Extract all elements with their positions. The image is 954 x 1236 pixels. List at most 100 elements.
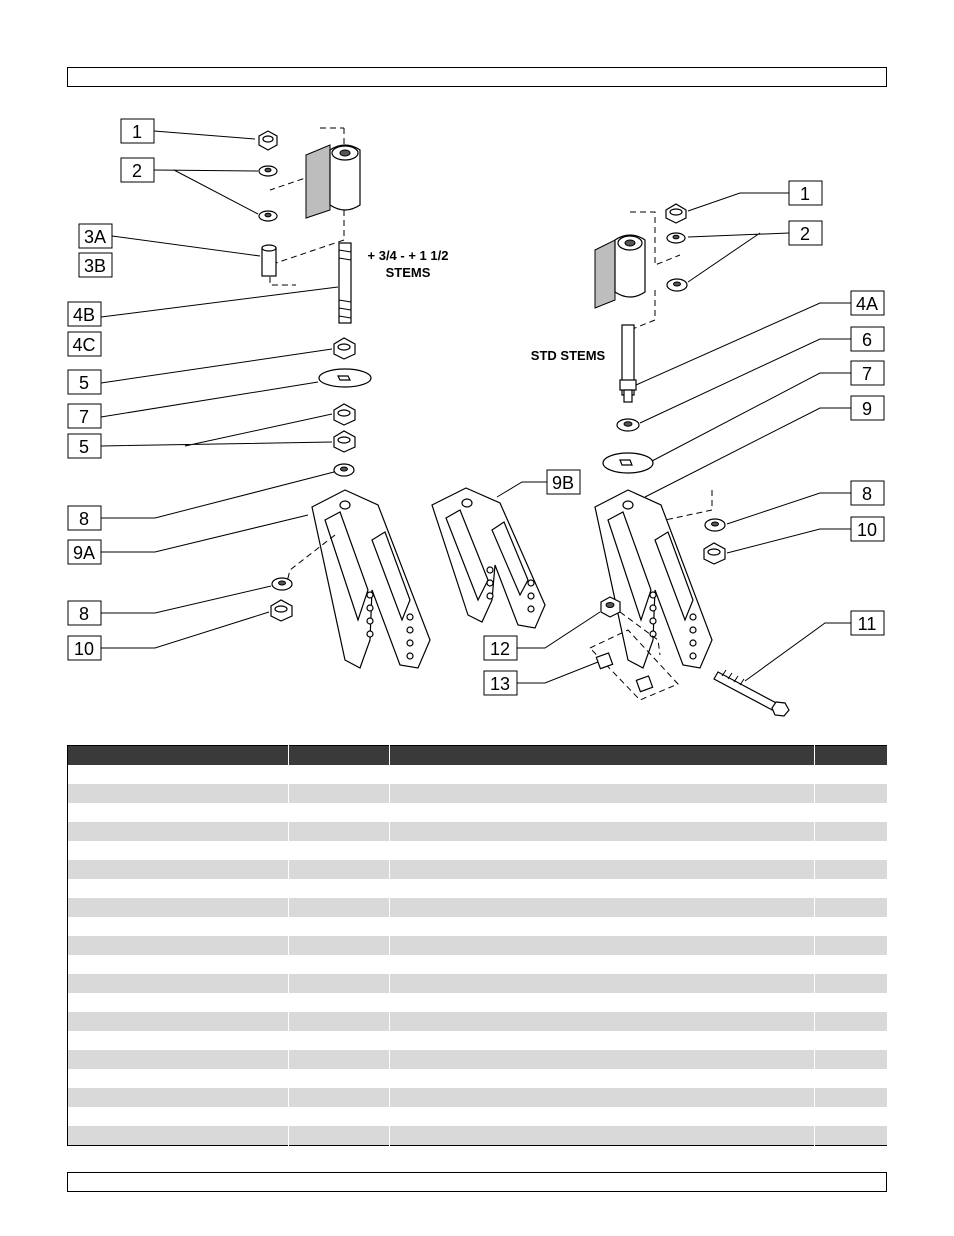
table-header-row [67, 745, 888, 765]
locknut-10-left [270, 599, 293, 622]
hanger-socket-left [269, 127, 361, 286]
callout-left-3b: 3B [78, 252, 113, 278]
svg-text:10: 10 [74, 639, 94, 659]
spacers-13-right [589, 629, 679, 701]
svg-text:7: 7 [862, 364, 872, 384]
bolt-11-right [713, 669, 790, 717]
bracket-9a [284, 489, 431, 669]
washer-2b-right [666, 278, 688, 292]
svg-text:9A: 9A [73, 543, 95, 563]
threaded-stem-left [338, 242, 352, 324]
svg-text:13: 13 [490, 674, 510, 694]
svg-text:11: 11 [858, 614, 877, 634]
table-row [67, 860, 888, 879]
svg-text:3B: 3B [84, 256, 106, 276]
svg-text:4B: 4B [73, 305, 95, 325]
washer-2b-left [258, 210, 278, 222]
svg-text:3A: 3A [84, 227, 106, 247]
callout-middle-9b: 9B [496, 469, 581, 498]
hanger-socket-right [594, 211, 681, 331]
svg-text:9: 9 [862, 399, 872, 419]
stem-label-left-line2: STEMS [386, 265, 431, 280]
table-row [67, 936, 888, 955]
table-row [67, 841, 888, 860]
callout-right-9: 9 [644, 395, 885, 498]
table-row [67, 1126, 888, 1146]
callout-right-7: 7 [651, 360, 885, 462]
callout-left-1: 1 [120, 118, 256, 144]
table-row [67, 1088, 888, 1107]
table-row [67, 784, 888, 803]
table-row [67, 1012, 888, 1031]
table-row [67, 822, 888, 841]
footer-bar [67, 1172, 887, 1192]
callout-left-7: 7 [67, 381, 319, 429]
bracket-9b [431, 487, 546, 629]
callout-right-6: 6 [639, 326, 885, 424]
slotted-washer-7-right [602, 452, 654, 474]
svg-text:8: 8 [79, 509, 89, 529]
table-header-cell [389, 745, 816, 765]
svg-text:1: 1 [800, 184, 810, 204]
table-row [67, 898, 888, 917]
washer-8-bottom-left [271, 577, 293, 591]
bracket-9-right [594, 489, 713, 669]
svg-text:10: 10 [857, 520, 877, 540]
table-row [67, 1050, 888, 1069]
callout-left-3a: 3A [78, 223, 261, 257]
svg-text:2: 2 [800, 224, 810, 244]
callout-left-5a: 5 [67, 348, 333, 395]
callout-right-11: 11 [744, 610, 885, 682]
hex-nut-5c-left [333, 430, 356, 453]
stem-label-right: STD STEMS [531, 348, 606, 363]
callout-left-8a: 8 [67, 471, 335, 531]
washer-8-top-left [333, 463, 355, 477]
callout-right-12: 12 [483, 611, 601, 661]
hex-nut-1-right [665, 203, 687, 224]
callout-right-13: 13 [483, 661, 599, 696]
table-row [67, 955, 888, 974]
hex-nut-5b-left [333, 403, 356, 426]
svg-text:5: 5 [79, 437, 89, 457]
table-row [67, 917, 888, 936]
callout-right-8: 8 [726, 480, 885, 525]
callout-left-4c: 4C [67, 331, 102, 357]
table-row [67, 1031, 888, 1050]
svg-text:6: 6 [862, 330, 872, 350]
callout-left-5b: 5 [67, 413, 333, 459]
washer-6-right [616, 418, 640, 432]
hex-nut-1-left [258, 130, 278, 151]
washer-2a-left [258, 165, 278, 177]
washer-2a-right [666, 232, 686, 244]
svg-text:8: 8 [79, 604, 89, 624]
svg-text:4A: 4A [856, 294, 878, 314]
svg-text:4C: 4C [72, 335, 95, 355]
table-row [67, 765, 888, 784]
svg-text:9B: 9B [552, 473, 574, 493]
table-header-cell [67, 745, 289, 765]
callout-left-8b: 8 [67, 585, 272, 626]
table-row [67, 1107, 888, 1126]
svg-text:5: 5 [79, 373, 89, 393]
parts-list-table [67, 745, 888, 1146]
svg-text:2: 2 [132, 161, 142, 181]
table-row [67, 879, 888, 898]
washer-8-right [704, 518, 726, 532]
svg-text:7: 7 [79, 407, 89, 427]
header-bar [67, 67, 887, 87]
hex-nut-5a-left [333, 337, 356, 360]
svg-text:12: 12 [490, 639, 510, 659]
callout-left-9a: 9A [67, 514, 309, 565]
stem-label-left-line1: + 3/4 - + 1 1/2 [368, 248, 449, 263]
callout-right-1: 1 [687, 180, 823, 212]
callout-left-10: 10 [67, 611, 270, 661]
exploded-parts-diagram: 1 2 3A 3B 4B 4C 5 7 5 8 [67, 118, 885, 717]
stem-std-right [619, 324, 637, 403]
callout-right-2: 2 [687, 220, 823, 283]
slotted-washer-7-left [318, 368, 372, 388]
callout-left-4b: 4B [67, 286, 339, 327]
locknut-12-right [600, 596, 661, 656]
svg-text:1: 1 [132, 122, 142, 142]
table-row [67, 803, 888, 822]
table-row [67, 1069, 888, 1088]
